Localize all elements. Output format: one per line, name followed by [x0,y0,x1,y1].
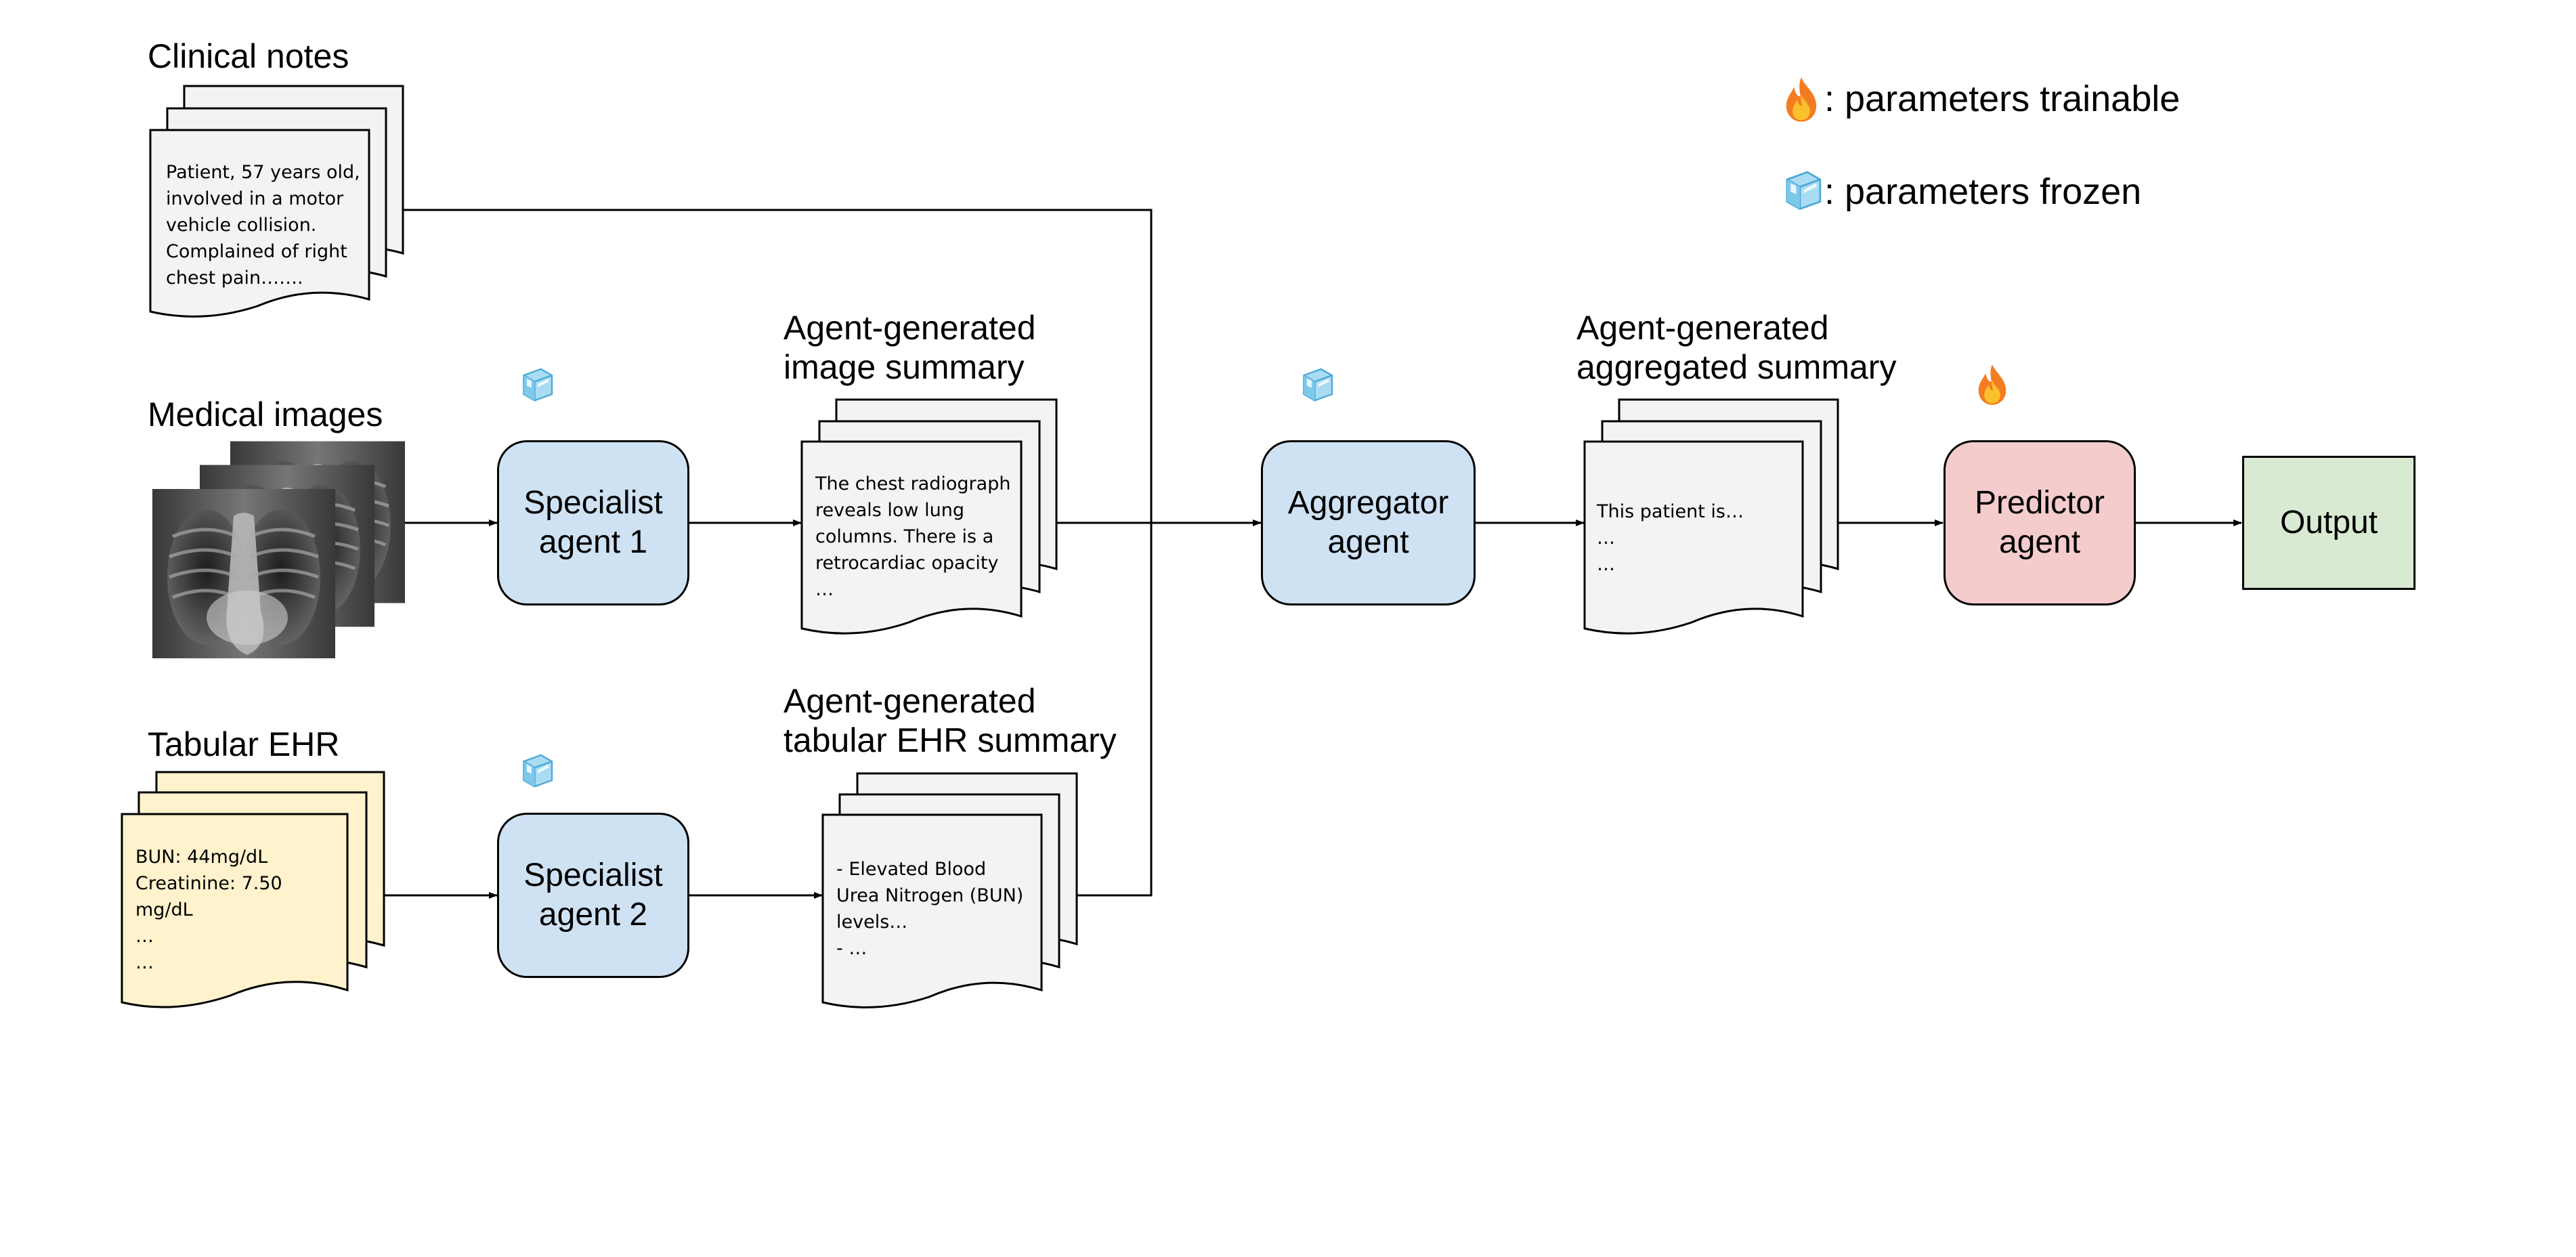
text-line: vehicle collision. [166,215,317,236]
tabular-ehr-title: Tabular EHR [148,725,340,763]
image-summary-title-1: Agent-generated [783,309,1036,347]
text-line: Complained of right [166,241,347,262]
box-label: agent [1998,524,2081,560]
text-line: - Elevated Blood [836,859,987,880]
tabular-ehr-text: BUN: 44mg/dL Creatinine: 7.50 mg/dL … … [135,844,282,976]
ice-cube-icon [523,754,553,788]
text-line: … [135,952,154,973]
text-line: involved in a motor [166,188,344,209]
connector-tabular-summary [1077,523,1153,897]
image-summary-text: The chest radiograph reveals low lung co… [815,471,1010,603]
tabular-summary-stack [821,772,1078,1008]
aggregator-agent: Aggregator agent [1261,440,1476,605]
box-label: Specialist [523,485,663,521]
text-line: … [135,926,154,947]
tabular-ehr-stack [121,771,385,1008]
text-line: Urea Nitrogen (BUN) [836,885,1024,906]
box-label: Specialist [523,857,663,893]
aggregated-summary-title-2: aggregated summary [1576,348,1897,386]
image-summary-stack [800,398,1058,635]
ice-cube-icon [1303,368,1333,402]
aggregated-summary-text: This patient is… … … [1597,498,1744,578]
text-line: Creatinine: 7.50 [135,873,282,894]
text-line: levels… [836,912,908,933]
box-label: agent 1 [538,524,648,560]
image-summary-title-2: image summary [783,348,1025,386]
text-line: This patient is… [1597,501,1744,522]
text-line: … [1597,528,1615,549]
clinical-notes-stack [149,85,404,318]
tabular-summary-text: - Elevated Blood Urea Nitrogen (BUN) lev… [836,856,1023,962]
fire-icon [1786,77,1817,122]
text-line: BUN: 44mg/dL [135,847,268,868]
legend-frozen-label: : parameters frozen [1824,171,2142,212]
text-line: Patient, 57 years old, [166,162,360,183]
box-label: Predictor [1974,485,2105,521]
text-line: reveals low lung [815,500,964,521]
ice-cube-icon [523,368,553,402]
specialist-agent-1: Specialist agent 1 [497,440,689,605]
aggregated-summary-title-1: Agent-generated [1576,309,1829,347]
output-box: Output [2242,456,2416,590]
text-line: columns. There is a [815,526,994,547]
specialist-agent-2: Specialist agent 2 [497,813,689,978]
clinical-notes-title: Clinical notes [148,37,349,75]
connectors [384,209,2242,899]
box-label: Output [2279,505,2378,540]
tabular-summary-title-1: Agent-generated [783,682,1036,720]
text-line: retrocardiac opacity [815,553,999,574]
tabular-summary-title-2: tabular EHR summary [783,721,1117,759]
medical-images-title: Medical images [148,396,383,433]
box-label: Aggregator [1287,485,1449,521]
predictor-agent: Predictor agent [1944,440,2136,605]
legend-trainable-label: : parameters trainable [1824,79,2181,119]
fire-icon [1978,364,2006,405]
aggregated-summary-stack [1583,398,1839,635]
xray-image-1 [152,489,335,658]
text-line: The chest radiograph [815,473,1011,494]
medical-images-stack [152,442,405,658]
box-label: agent 2 [538,897,648,933]
text-line: chest pain……. [166,268,303,289]
box-label: agent [1327,524,1409,560]
clinical-notes-text: Patient, 57 years old, involved in a mot… [166,159,360,291]
text-line: mg/dL [135,899,193,920]
ice-cube-icon [1786,171,1822,210]
text-line: … [1597,554,1615,575]
text-line: … [815,579,834,600]
connector-notes [403,209,1153,523]
text-line: - … [836,938,867,959]
